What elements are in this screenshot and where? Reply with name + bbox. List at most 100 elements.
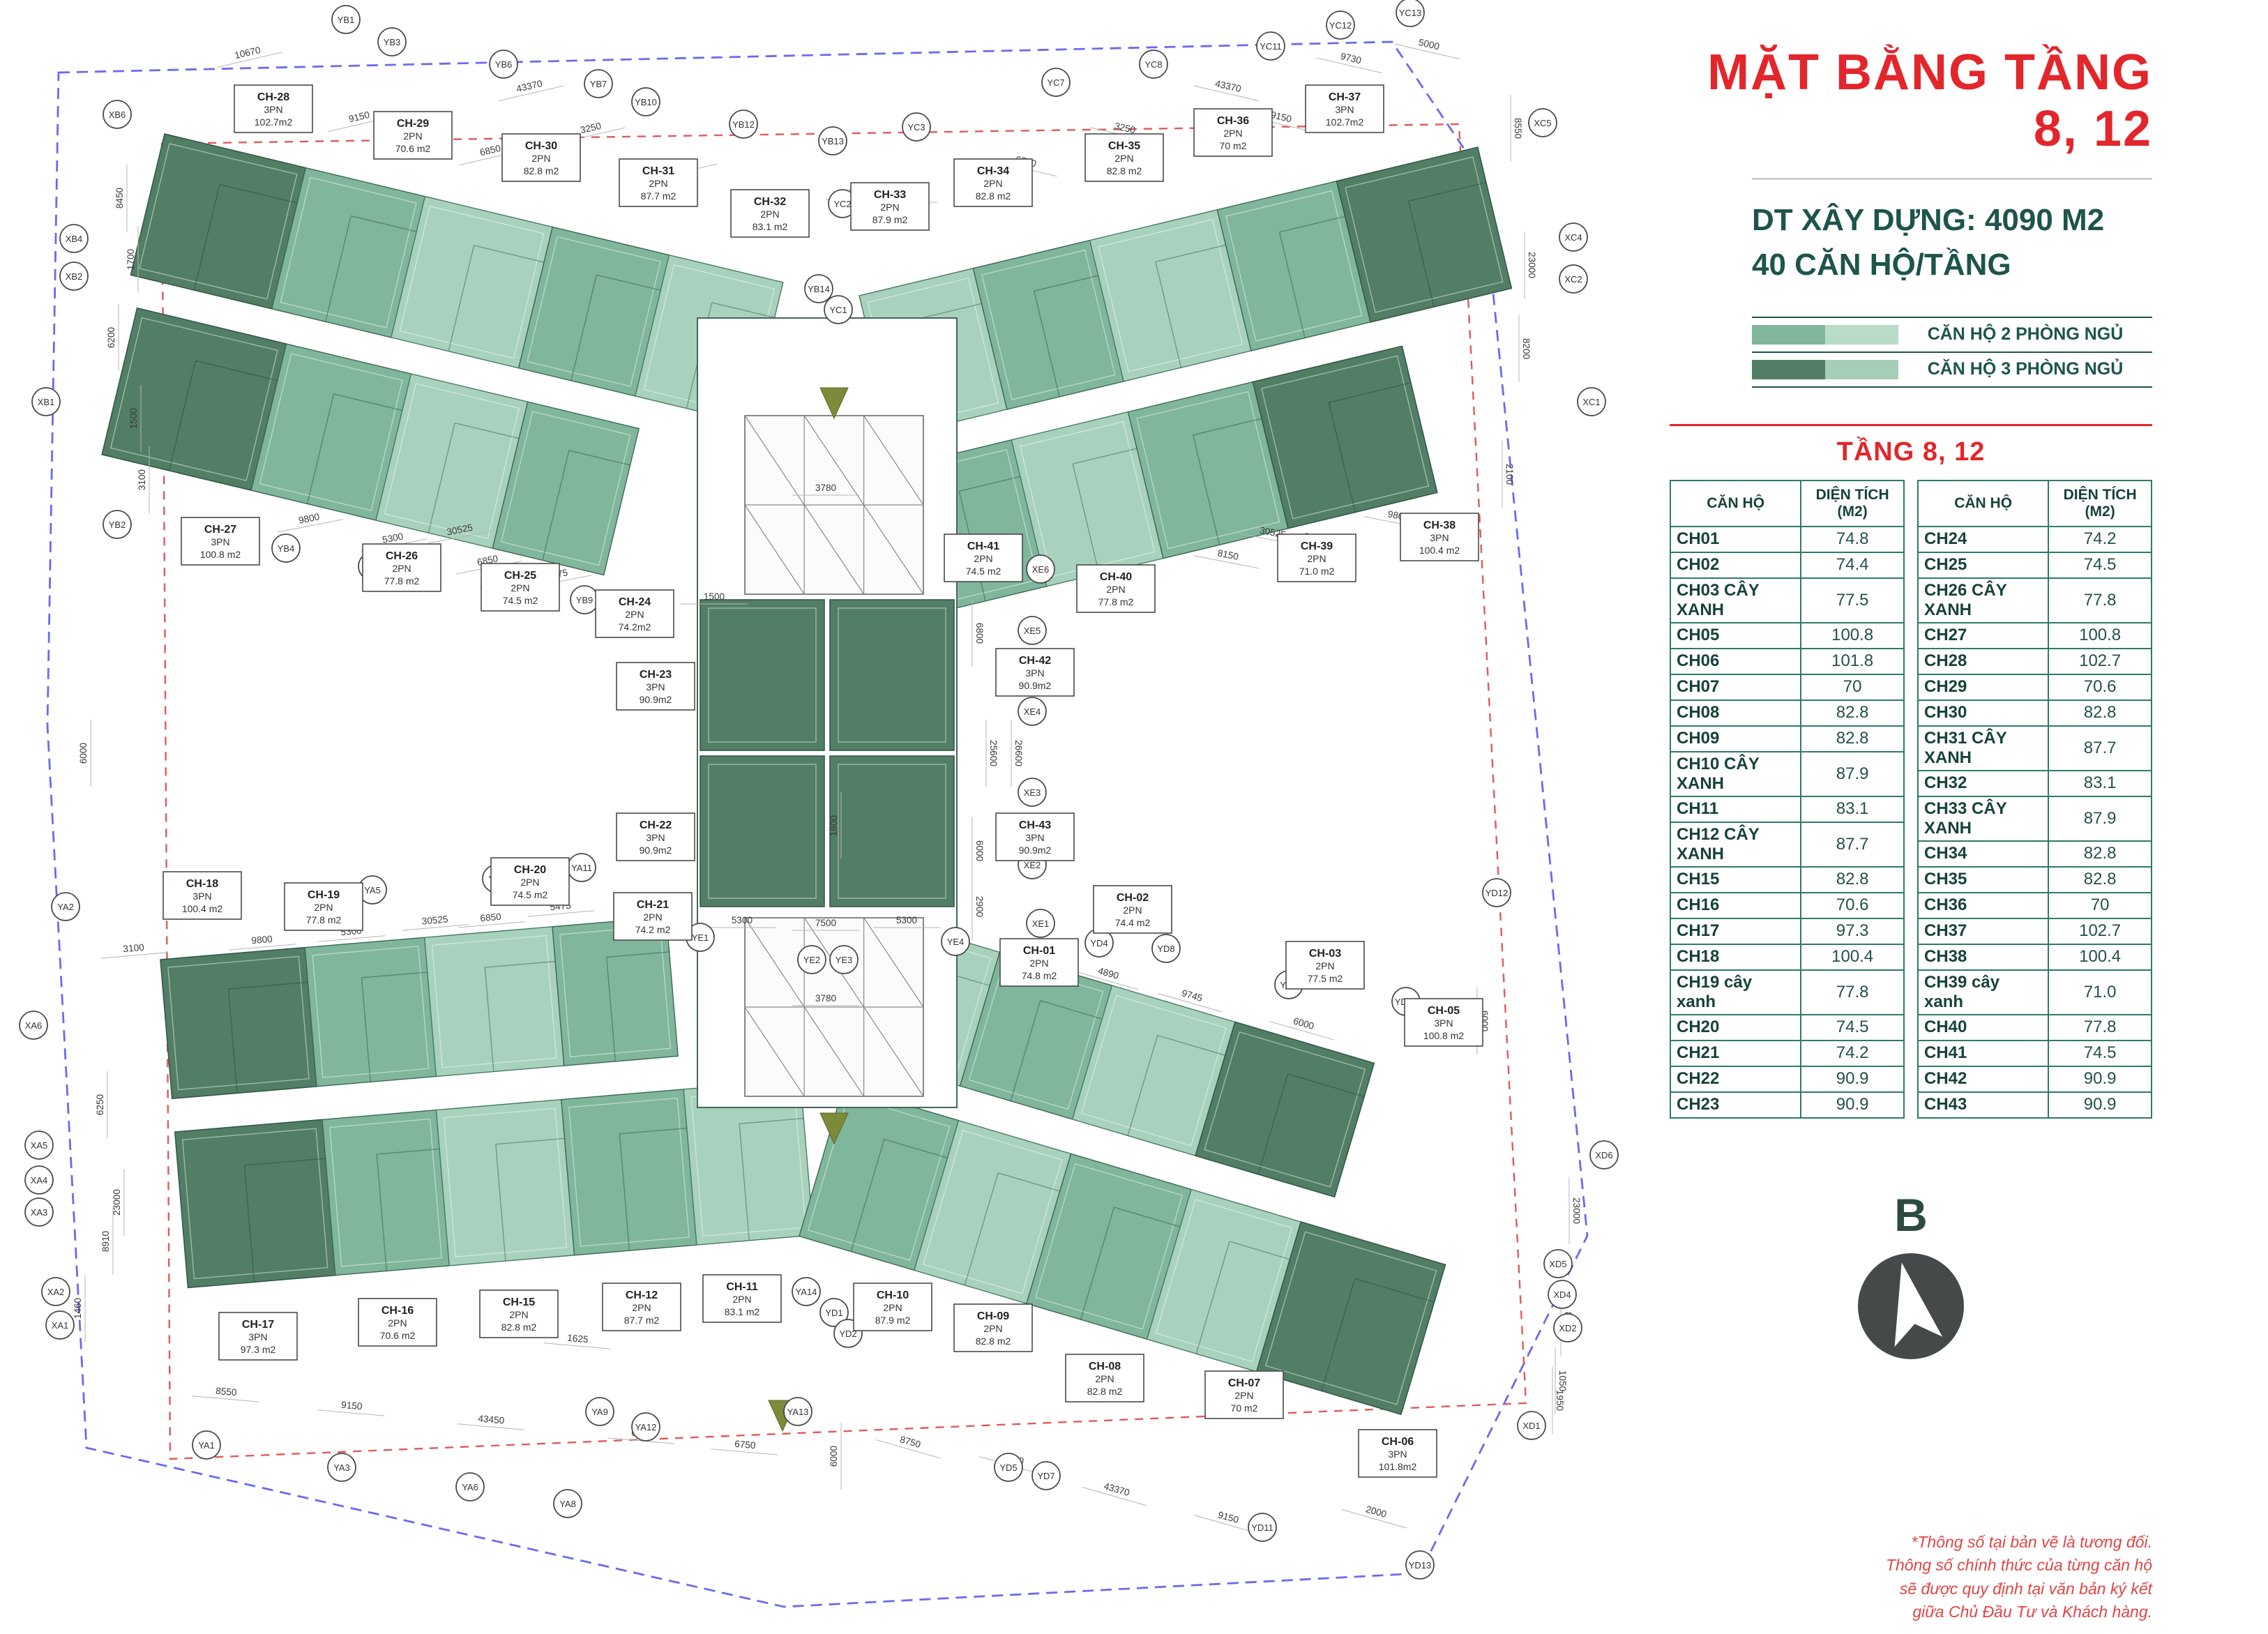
svg-text:CH-16: CH-16 xyxy=(381,1305,414,1317)
grid-axis-bubble: YD11 xyxy=(1248,1513,1277,1542)
dimension-label: 3100 xyxy=(137,446,150,513)
svg-text:YA2: YA2 xyxy=(57,902,74,912)
svg-text:CH-41: CH-41 xyxy=(967,540,999,552)
unit-area-cell: 77.8 xyxy=(2048,577,2152,623)
svg-text:70.6 m2: 70.6 m2 xyxy=(380,1330,416,1341)
grid-axis-bubble: XC5 xyxy=(1528,108,1557,137)
svg-text:74.2 m2: 74.2 m2 xyxy=(635,924,671,935)
svg-text:YC7: YC7 xyxy=(1047,77,1064,88)
svg-text:2PN: 2PN xyxy=(1106,584,1125,595)
svg-text:2PN: 2PN xyxy=(1234,1390,1253,1401)
svg-text:YD8: YD8 xyxy=(1157,944,1174,954)
dimension-label: 9730 xyxy=(1316,51,1382,74)
unit-area-cell: 102.7 xyxy=(2048,917,2152,945)
unit-name-cell: CH37 xyxy=(1917,917,2050,945)
svg-text:74.5 m2: 74.5 m2 xyxy=(966,566,1001,577)
svg-text:YA1: YA1 xyxy=(198,1440,215,1451)
svg-text:77.8 m2: 77.8 m2 xyxy=(306,914,342,925)
svg-text:3PN: 3PN xyxy=(211,536,229,547)
grid-axis-bubble: YB7 xyxy=(584,69,613,98)
svg-text:3250: 3250 xyxy=(1114,121,1137,136)
unit-name-cell: CH43 xyxy=(1917,1091,2050,1119)
svg-text:2PN: 2PN xyxy=(625,609,644,620)
svg-text:74.2m2: 74.2m2 xyxy=(619,621,651,633)
grid-axis-bubble: YA9 xyxy=(585,1397,614,1426)
north-label: B xyxy=(1894,1188,1928,1241)
unit-name-cell: CH23 xyxy=(1669,1091,1802,1119)
svg-text:1500: 1500 xyxy=(704,591,725,602)
unit-area-cell: 71.0 xyxy=(2048,969,2152,1015)
grid-axis-bubble: XB2 xyxy=(59,262,89,291)
svg-text:90.9m2: 90.9m2 xyxy=(640,694,672,705)
dimension-label: 6000 xyxy=(972,817,985,884)
svg-text:CH-09: CH-09 xyxy=(977,1310,1009,1322)
svg-text:43370: 43370 xyxy=(1103,1481,1131,1498)
unit-area-cell: 87.7 xyxy=(2048,725,2152,771)
svg-text:87.9 m2: 87.9 m2 xyxy=(872,214,908,225)
unit-area-cell: 101.8 xyxy=(1800,647,1905,675)
svg-text:2PN: 2PN xyxy=(880,202,899,213)
svg-text:90.9m2: 90.9m2 xyxy=(1019,845,1052,856)
dimension-label: 2000 xyxy=(1342,1504,1407,1529)
svg-text:CH-42: CH-42 xyxy=(1019,655,1051,667)
building-wings xyxy=(101,133,1513,1416)
svg-text:YE4: YE4 xyxy=(947,937,965,947)
svg-text:YB7: YB7 xyxy=(590,79,607,89)
dimension-label: 1625 xyxy=(543,1333,611,1349)
svg-text:YB3: YB3 xyxy=(384,37,401,47)
svg-text:XB4: XB4 xyxy=(66,234,83,244)
svg-text:CH-24: CH-24 xyxy=(619,596,651,608)
svg-text:77.5 m2: 77.5 m2 xyxy=(1308,973,1343,984)
table-header-cell: DIỆN TÍCH (M2) xyxy=(2048,479,2152,527)
svg-text:CH-11: CH-11 xyxy=(726,1281,757,1293)
svg-text:3780: 3780 xyxy=(815,993,837,1004)
svg-text:CH-28: CH-28 xyxy=(257,91,289,103)
svg-text:82.8 m2: 82.8 m2 xyxy=(976,190,1011,202)
unit-name-cell: CH08 xyxy=(1669,699,1802,727)
svg-text:YA6: YA6 xyxy=(462,1482,478,1492)
svg-text:YA8: YA8 xyxy=(559,1499,576,1509)
apartment-unit xyxy=(552,916,679,1066)
svg-text:YB2: YB2 xyxy=(109,520,126,530)
grid-axis-bubble: YB13 xyxy=(818,126,847,156)
svg-text:YB1: YB1 xyxy=(338,15,355,25)
unit-name-cell: CH33 CÂY XANH xyxy=(1917,795,2050,842)
svg-text:CH-20: CH-20 xyxy=(514,864,546,876)
unit-name-cell: CH10 CÂY XANH xyxy=(1669,750,1802,797)
unit-area-cell: 83.1 xyxy=(1800,795,1905,823)
svg-text:CH-12: CH-12 xyxy=(626,1289,658,1301)
unit-area-cell: 90.9 xyxy=(1800,1065,1905,1093)
svg-text:6000: 6000 xyxy=(829,1445,839,1467)
svg-text:YE3: YE3 xyxy=(836,955,853,965)
apartment-unit xyxy=(492,401,640,576)
unit-name-cell: CH26 CÂY XANH xyxy=(1917,577,2050,623)
grid-axis-bubble: YB10 xyxy=(631,87,660,116)
svg-text:YB14: YB14 xyxy=(808,284,830,294)
dimension-label: 1050 xyxy=(1555,1347,1568,1414)
svg-text:8150: 8150 xyxy=(1217,547,1240,562)
grid-axis-bubble: XE6 xyxy=(1026,554,1055,584)
unit-area-cell: 74.5 xyxy=(2048,551,2152,579)
unit-name-cell: CH20 xyxy=(1669,1013,1802,1041)
unit-area-cell: 74.8 xyxy=(1800,525,1905,553)
grid-axis-bubble: YA6 xyxy=(455,1472,485,1501)
dimension-label: 23000 xyxy=(1524,232,1537,298)
svg-text:6750: 6750 xyxy=(734,1439,757,1451)
central-core xyxy=(697,317,958,1108)
dimension-label: 23000 xyxy=(1568,1177,1582,1244)
